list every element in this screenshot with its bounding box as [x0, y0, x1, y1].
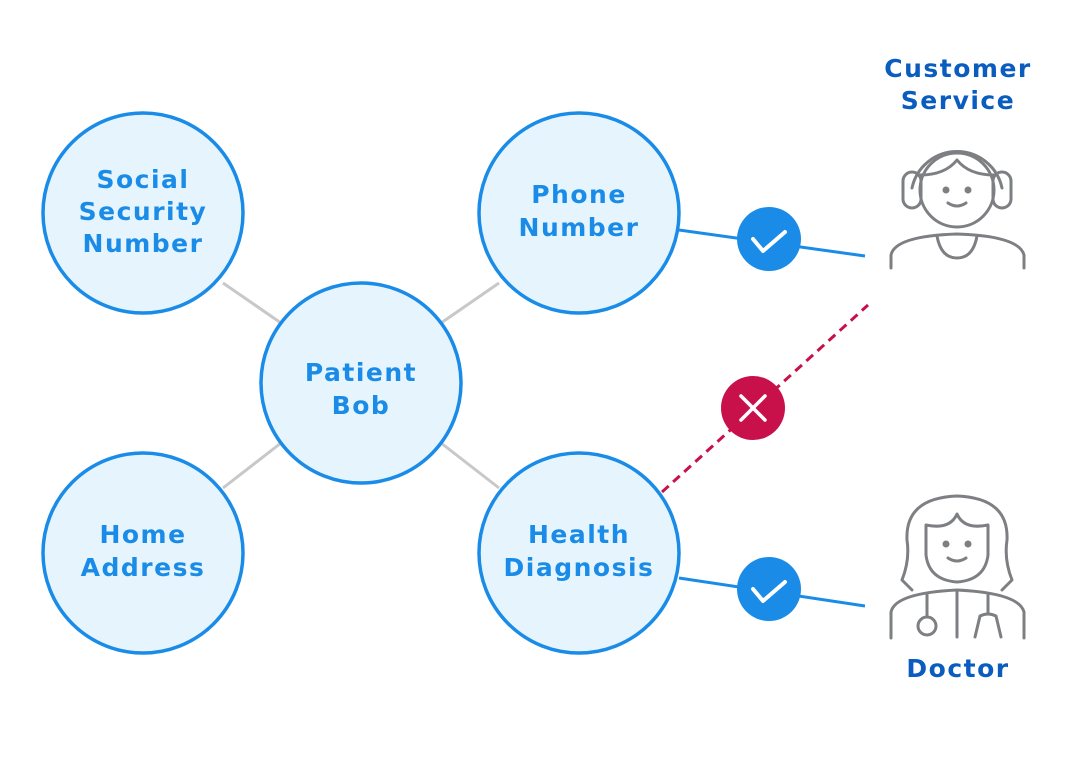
node-home-label-1: Home — [99, 520, 186, 549]
node-patient-label-2: Bob — [332, 391, 391, 420]
node-ssn: Social Security Number — [41, 111, 245, 315]
node-health-label-1: Health — [528, 520, 630, 549]
node-phone-label-2: Number — [519, 213, 640, 242]
link-patient-home — [222, 441, 282, 490]
node-phone-label-1: Phone — [531, 180, 627, 209]
node-health: Health Diagnosis — [477, 451, 681, 655]
node-home-label-2: Address — [81, 553, 206, 582]
link-patient-ssn — [222, 281, 282, 325]
actor-customer-service-label-2: Service — [901, 86, 1015, 115]
actor-customer-service-label-1: Customer — [884, 54, 1032, 83]
checkmark-icon — [737, 557, 801, 621]
node-home: Home Address — [41, 451, 245, 655]
node-ssn-label-1: Social — [96, 165, 189, 194]
actor-doctor-label: Doctor — [906, 654, 1009, 683]
node-ssn-label-2: Security — [79, 197, 208, 226]
link-patient-phone — [440, 281, 500, 325]
doctor-stethoscope-icon — [889, 494, 1026, 640]
node-ssn-label-3: Number — [83, 229, 204, 258]
headset-person-icon — [889, 150, 1026, 270]
node-patient-label-1: Patient — [305, 358, 417, 387]
node-patient: Patient Bob — [259, 281, 463, 485]
link-patient-health — [440, 441, 500, 490]
actor-customer-service: Customer Service — [884, 54, 1032, 270]
node-phone: Phone Number — [477, 111, 681, 315]
node-health-label-2: Diagnosis — [504, 553, 655, 582]
actor-doctor: Doctor — [889, 494, 1026, 683]
checkmark-icon — [737, 207, 801, 271]
x-mark-icon — [721, 376, 785, 440]
